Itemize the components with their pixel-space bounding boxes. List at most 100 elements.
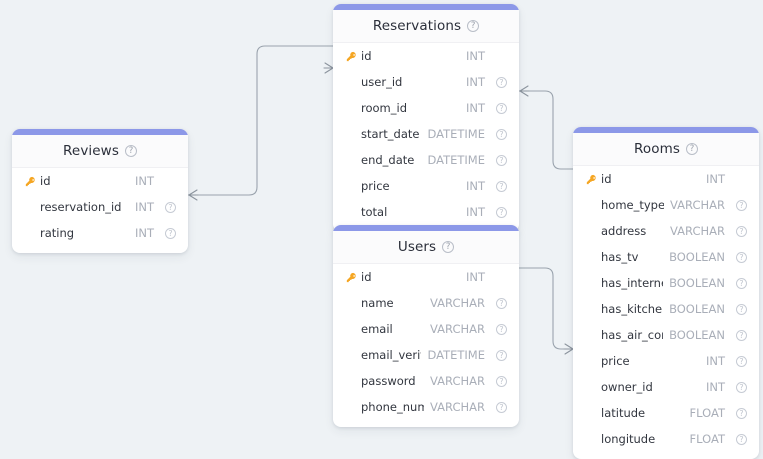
field-name-label: id [361, 49, 372, 63]
table-header-reviews[interactable]: Reviews [12, 135, 188, 168]
info-question-icon[interactable] [491, 375, 507, 387]
table-title-label: Users [397, 239, 437, 255]
field-name-label: price [361, 179, 390, 193]
field-name-label: longitude [601, 432, 656, 446]
field-name-label: latitude [601, 406, 646, 420]
info-question-icon[interactable] [491, 323, 507, 335]
table-accent-bar [333, 225, 519, 231]
info-question-icon[interactable] [442, 241, 455, 253]
field-row[interactable]: email_verified_DATETIME [333, 342, 519, 368]
field-type-label: INT [465, 179, 485, 193]
info-question-icon[interactable] [731, 277, 747, 289]
field-row[interactable]: home_type VARCHAR [573, 192, 759, 218]
table-card-reviews[interactable]: ReviewsidINTreservation_idINTratingINT [12, 129, 188, 253]
info-question-icon[interactable] [731, 381, 747, 393]
table-header-reservations[interactable]: Reservations [333, 10, 519, 43]
primary-key-icon [23, 176, 37, 187]
field-row[interactable]: has_internetBOOLEAN [573, 270, 759, 296]
info-question-icon[interactable] [731, 329, 747, 341]
edge-users-to-rooms [519, 267, 573, 350]
table-title-label: Reviews [63, 143, 119, 159]
table-card-reservations[interactable]: ReservationsidINTuser_idINTroom_idINTsta… [333, 4, 519, 232]
field-name-label: start_date [361, 127, 420, 141]
field-name-label: address [601, 224, 647, 238]
field-type-label: DATETIME [427, 153, 485, 167]
info-question-icon[interactable] [731, 303, 747, 315]
info-question-icon[interactable] [160, 227, 176, 239]
info-question-icon[interactable] [160, 201, 176, 213]
field-name-label: room_id [361, 101, 407, 115]
field-type-label: INT [465, 101, 485, 115]
info-question-icon[interactable] [491, 180, 507, 192]
field-name-label: total [361, 205, 388, 219]
info-question-icon[interactable] [491, 154, 507, 166]
field-type-label: INT [134, 200, 154, 214]
field-name-label: end_date [361, 153, 415, 167]
field-name-label: id [361, 270, 372, 284]
info-question-icon[interactable] [731, 251, 747, 263]
field-name-label: has_kitchen [601, 302, 664, 316]
field-row[interactable]: longitude FLOAT [573, 426, 759, 452]
info-question-icon[interactable] [731, 355, 747, 367]
field-type-label: INT [705, 354, 725, 368]
info-question-icon[interactable] [491, 102, 507, 114]
info-question-icon[interactable] [685, 143, 698, 155]
table-card-footer-spacer [12, 246, 188, 253]
info-question-icon[interactable] [731, 407, 747, 419]
field-row[interactable]: price INT [573, 348, 759, 374]
field-type-label: VARCHAR [430, 296, 485, 310]
field-name-label: has_tv [601, 250, 639, 264]
field-row[interactable]: phone_numbeVARCHAR [333, 394, 519, 420]
field-row[interactable]: name VARCHAR [333, 290, 519, 316]
field-type-label: BOOLEAN [669, 328, 725, 342]
info-question-icon[interactable] [491, 128, 507, 140]
field-type-label: VARCHAR [670, 198, 725, 212]
edge-reservations-to-rooms [519, 90, 573, 170]
crowfoot-reviews-reservation-id [188, 189, 199, 201]
field-name-label: name [361, 296, 394, 310]
field-row[interactable]: end_date DATETIME [333, 147, 519, 173]
field-name-label: user_id [361, 75, 403, 89]
field-name-label: home_type [601, 198, 665, 212]
field-name-label: price [601, 354, 630, 368]
info-question-icon[interactable] [731, 433, 747, 445]
info-question-icon[interactable] [491, 76, 507, 88]
field-row[interactable]: price INT [333, 173, 519, 199]
info-question-icon[interactable] [491, 401, 507, 413]
info-question-icon[interactable] [731, 199, 747, 211]
crowfoot-rooms-owner-id [563, 343, 574, 355]
info-question-icon[interactable] [491, 349, 507, 361]
table-card-footer-spacer [573, 452, 759, 459]
info-question-icon[interactable] [124, 145, 137, 157]
field-row[interactable]: room_id INT [333, 95, 519, 121]
field-type-label: FLOAT [689, 432, 725, 446]
table-header-users[interactable]: Users [333, 231, 519, 264]
field-name-label: has_internet [601, 276, 663, 290]
info-question-icon[interactable] [491, 206, 507, 218]
info-question-icon[interactable] [491, 297, 507, 309]
info-question-icon[interactable] [467, 20, 480, 32]
table-card-rooms[interactable]: RoomsidINT home_type VARCHAR addressVARCHAR… [573, 127, 759, 459]
field-name-label: rating [40, 226, 75, 240]
table-header-rooms[interactable]: Rooms [573, 133, 759, 166]
info-question-icon[interactable] [731, 225, 747, 237]
